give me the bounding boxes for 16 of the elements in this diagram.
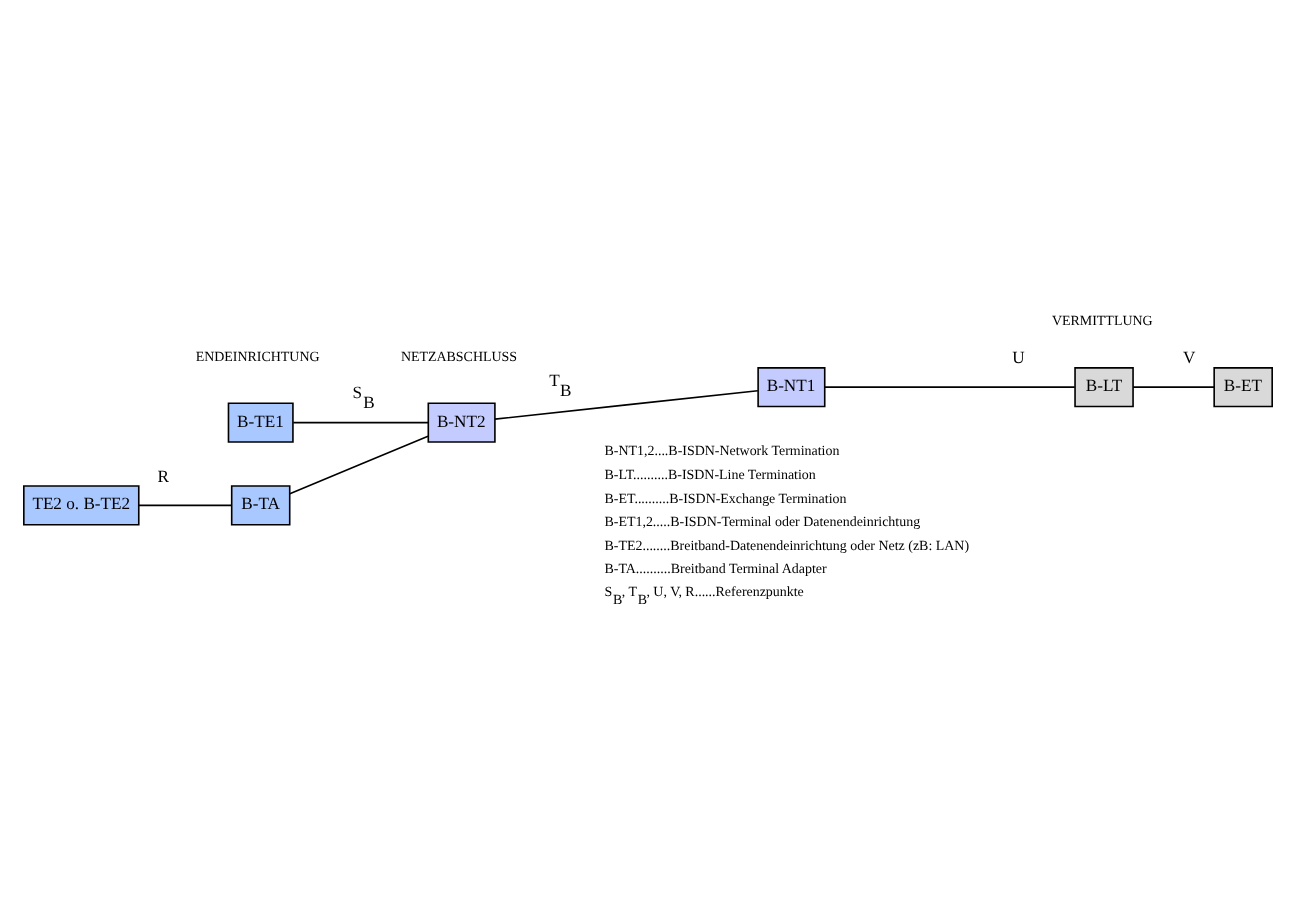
- edge-label: R: [157, 465, 170, 486]
- node-box: B-NT2: [427, 402, 496, 443]
- connector: [289, 435, 429, 495]
- node-box: B-NT1: [757, 367, 826, 408]
- edge-label: U: [1012, 347, 1025, 368]
- connector: [1132, 386, 1215, 388]
- node-box: B-TA: [230, 485, 291, 526]
- node-box: B-LT: [1074, 367, 1134, 408]
- node-box: B-TE1: [227, 402, 294, 443]
- edge-label: V: [1183, 347, 1196, 368]
- connector: [824, 386, 1076, 388]
- node-box: B-ET: [1213, 367, 1273, 408]
- connector: [138, 504, 233, 507]
- node-box: TE2 o. B-TE2: [23, 485, 140, 526]
- connector: [494, 389, 759, 420]
- connector: [292, 421, 429, 424]
